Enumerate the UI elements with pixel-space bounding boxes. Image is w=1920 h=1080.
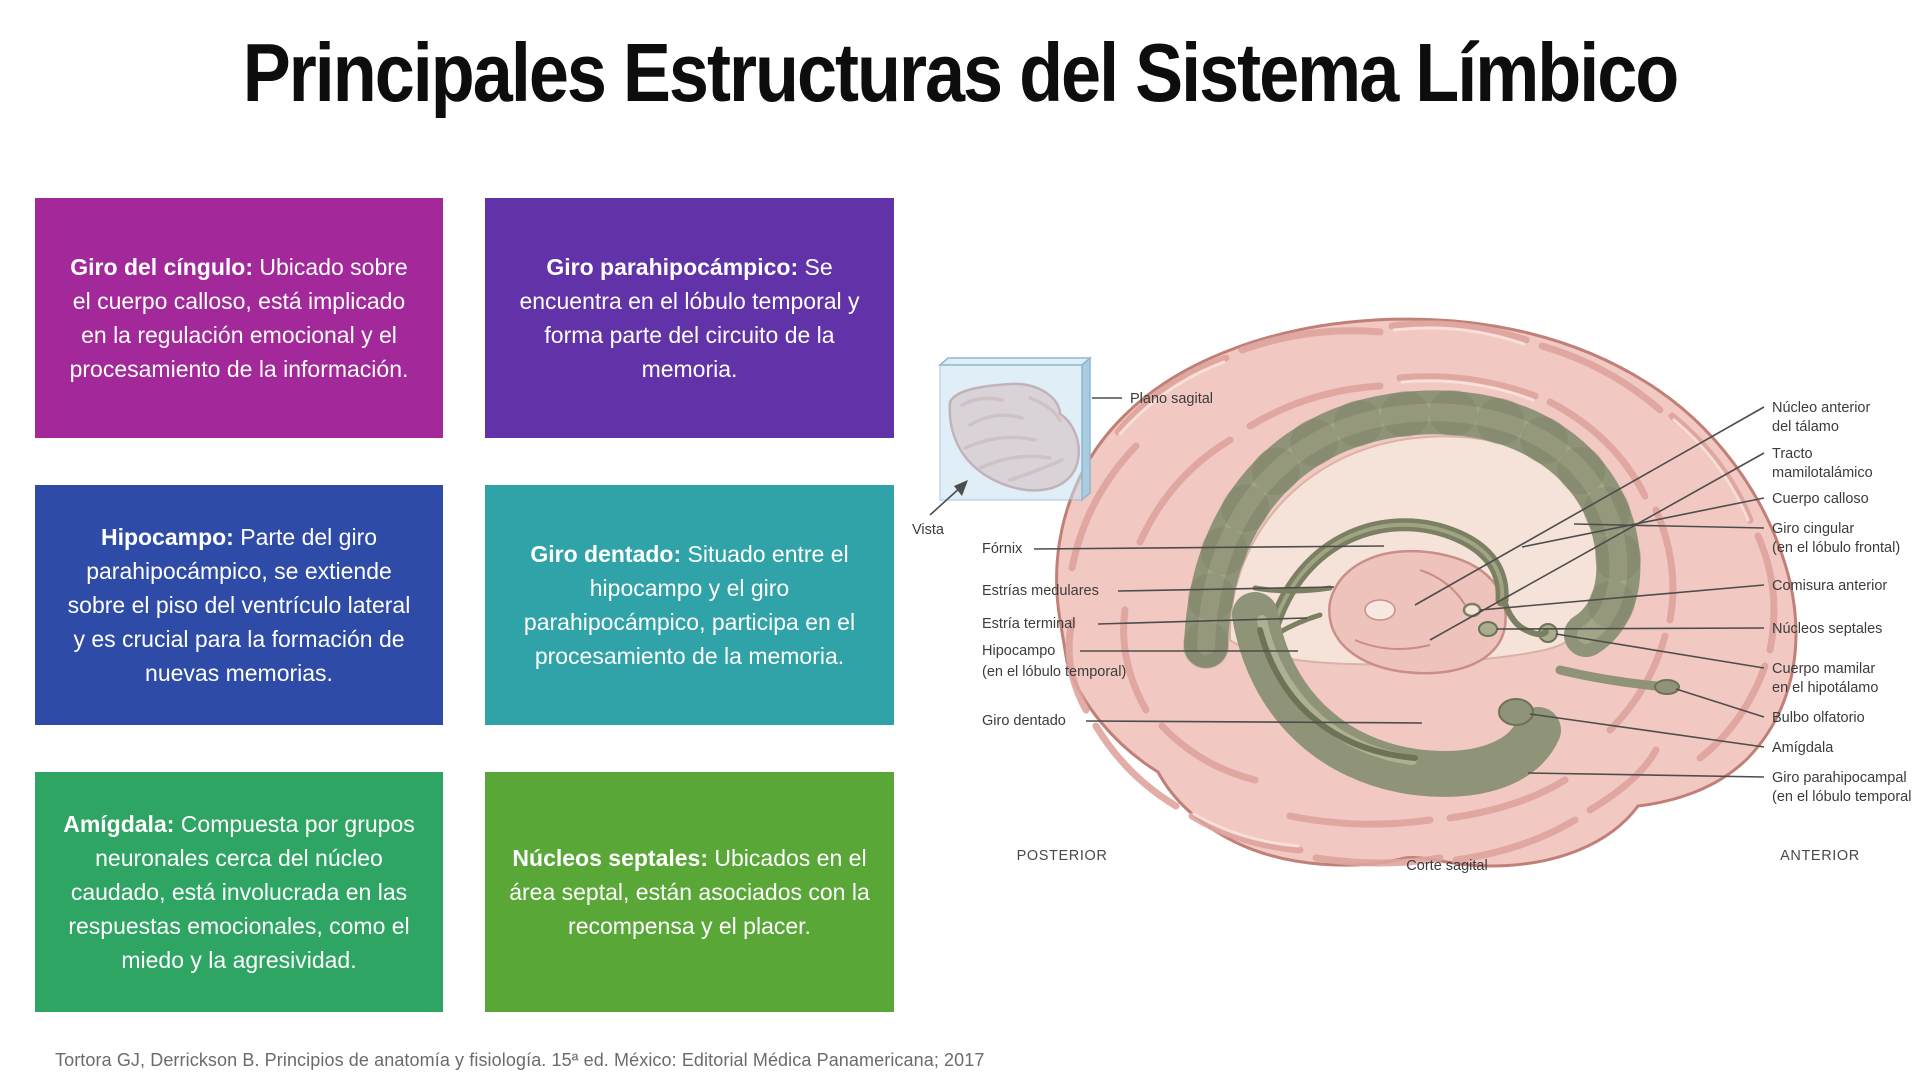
gyri-highlights [1118,326,1750,848]
label-nucleo-anterior-line2: del tálamo [1772,419,1839,435]
amygdala-body [1498,698,1534,726]
direction-labels: POSTERIOR Corte sagital ANTERIOR [1017,848,1860,874]
label-anterior: ANTERIOR [1780,848,1860,864]
label-amigdala: Amígdala [1772,740,1834,756]
card-desc: Ubicados en el área septal, están asocia… [509,845,870,939]
card-amigdala: Amígdala: Compuesta por grupos neuronale… [35,772,443,1012]
card-term: Hipocampo: [100,524,234,550]
label-cuerpo-mamilar-line1: Cuerpo mamilar [1772,661,1875,677]
citation: Tortora GJ, Derrickson B. Principios de … [55,1050,985,1070]
label-giro-cingular-line1: Giro cingular [1772,521,1854,537]
card-giro-parahipocampico: Giro parahipocámpico: Se encuentra en el… [485,198,894,438]
label-tracto-line2: mamilotalámico [1772,465,1873,481]
label-fornix: Fórnix [982,541,1023,557]
card-desc: Situado entre el hipocampo y el giro par… [523,541,856,669]
vista-arrow [954,480,968,496]
label-giro-cingular-line2: (en el lóbulo frontal) [1772,540,1900,556]
gyri-lines [1065,320,1778,867]
label-vista: Vista [912,522,945,538]
label-cuerpo-calloso: Cuerpo calloso [1772,491,1869,507]
dentate-gyrus-line [1257,627,1418,761]
label-posterior: POSTERIOR [1017,848,1108,864]
label-estria-terminal: Estría terminal [982,616,1075,632]
page-title: Principales Estructuras del Sistema Límb… [242,27,1680,120]
card-term: Núcleos septales: [512,845,709,871]
card-term: Giro parahipocámpico: [546,254,799,280]
mamillothalamic-tract [1501,597,1549,638]
card-term: Giro dentado: [530,541,682,567]
card-giro-del-cingulo: Giro del cíngulo: Ubicado sobre el cuerp… [35,198,443,438]
septal-nuclei [1478,621,1498,637]
left-labels: Fórnix Estrías medulares Estría terminal… [982,541,1423,729]
label-nucleo-anterior-line1: Núcleo anterior [1772,400,1870,416]
label-plano-sagital: Plano sagital [1130,391,1213,407]
olfactory-bulb [1654,679,1680,695]
label-tracto-line1: Tracto [1772,446,1813,462]
label-nucleos-septales: Núcleos septales [1772,621,1882,637]
definition-cards: Giro del cíngulo: Ubicado sobre el cuerp… [35,198,894,1012]
sagittal-plane [939,364,1083,501]
label-giro-parahipocampal-line1: Giro parahipocampal [1772,770,1907,786]
label-hipocampo-line1: Hipocampo [982,643,1055,659]
label-giro-parahipocampal-line2: (en el lóbulo temporal [1772,789,1911,805]
thalamus-cluster [1328,549,1507,675]
label-bulbo-olfatorio: Bulbo olfatorio [1772,710,1865,726]
brain-sagittal-figure: Plano sagital Vista Fórnix Estrías medul… [912,317,1911,874]
card-giro-dentado: Giro dentado: Situado entre el hipocampo… [485,485,894,725]
card-desc: Ubicado sobre el cuerpo calloso, está im… [69,254,409,382]
label-estrias-medulares: Estrías medulares [982,583,1099,599]
card-nucleos-septales: Núcleos septales: Ubicados en el área se… [485,772,894,1012]
card-hipocampo: Hipocampo: Parte del giro parahipocámpic… [35,485,443,725]
sagittal-plane-inset: Plano sagital Vista [912,356,1213,538]
card-desc: Se encuentra en el lóbulo temporal y for… [519,254,860,382]
label-corte-sagital: Corte sagital [1406,858,1487,874]
card-desc: Compuesta por grupos neuronales cerca de… [68,811,415,973]
right-labels: Núcleo anterior del tálamo Tracto mamilo… [1414,400,1911,805]
label-comisura-anterior: Comisura anterior [1772,578,1887,594]
label-giro-dentado: Giro dentado [982,713,1066,729]
card-term: Amígdala: [63,811,175,837]
label-hipocampo-line2: (en el lóbulo temporal) [982,664,1126,680]
card-term: Giro del cíngulo: [70,254,254,280]
card-desc: Parte del giro parahipocámpico, se extie… [67,524,411,686]
label-cuerpo-mamilar-line2: en el hipotálamo [1772,680,1878,696]
